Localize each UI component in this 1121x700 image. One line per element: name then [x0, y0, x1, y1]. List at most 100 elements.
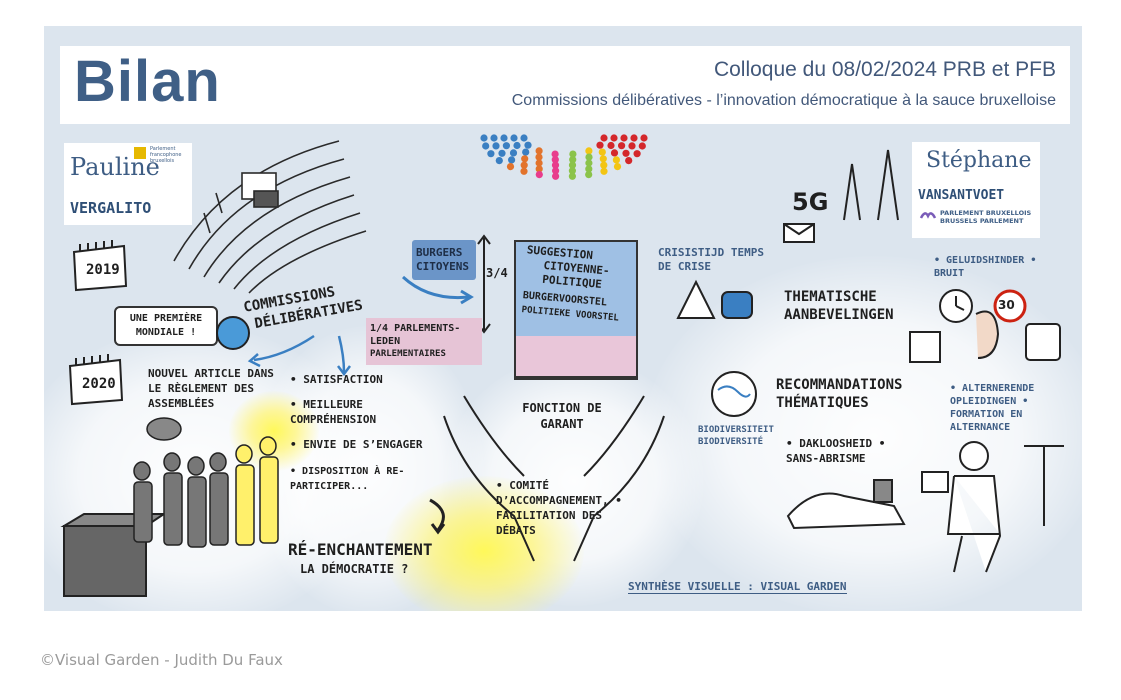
- seat-dot: [551, 150, 559, 158]
- seat-dot: [535, 171, 543, 179]
- first-world-bubble: UNE PREMIÈRE MONDIALE !: [114, 306, 218, 346]
- image-caption: ©Visual Garden - Judith Du Faux: [40, 651, 283, 669]
- reenchantment-sub: LA DÉMOCRATIE ?: [300, 562, 409, 576]
- globe-icon: [216, 316, 250, 350]
- sketchnote-board: Bilan Colloque du 08/02/2024 PRB et PFB …: [44, 26, 1082, 611]
- prb-logo-icon: [919, 210, 937, 220]
- five-g-label: 5G: [792, 188, 829, 216]
- reenchantment-title: RÉ-ENCHANTEMENT: [288, 540, 433, 559]
- globe-bird-icon: [711, 371, 757, 417]
- seat-dot: [610, 149, 619, 157]
- hemicycle-illustration: [173, 140, 367, 294]
- seat-dot: [640, 134, 648, 142]
- speaker-left-first: Pauline: [70, 153, 160, 181]
- seat-dot: [510, 134, 518, 142]
- seat-dot: [552, 167, 560, 175]
- parliament-seats-chart: [480, 134, 648, 180]
- outcomes-list: • SATISFACTION • MEILLEURE COMPRÉHENSION…: [290, 372, 430, 494]
- seat-dot: [585, 165, 593, 173]
- seat-dot: [612, 156, 620, 164]
- outcome-item: • SATISFACTION: [290, 373, 383, 386]
- prb-logo-text: PARLEMENT BRUXELLOIS BRUSSELS PARLEMENT: [940, 209, 1032, 225]
- calendar-2019-icon: [72, 240, 128, 292]
- seat-dot: [596, 141, 604, 149]
- seat-dot: [535, 165, 543, 173]
- outcome-item: • DISPOSITION À RE-PARTICIPER...: [290, 466, 405, 492]
- envelope-icon: [783, 223, 815, 243]
- board-credit: SYNTHÈSE VISUELLE : VISUAL GARDEN: [628, 580, 847, 594]
- seat-dot: [598, 148, 606, 156]
- fraction-three-quarters: 3/4: [486, 266, 508, 280]
- seat-dot: [613, 163, 622, 171]
- seat-dot: [502, 142, 510, 150]
- speaker-card-right: Stéphane VANSANTVOET PARLEMENT BRUXELLOI…: [912, 142, 1040, 238]
- seat-dot: [480, 134, 488, 142]
- outcome-item: • ENVIE DE S’ENGAGER: [290, 438, 423, 451]
- seat-dot: [585, 171, 593, 179]
- worker-illustration: [921, 441, 1064, 573]
- year-2019: 2019: [86, 262, 120, 278]
- seat-dot: [568, 167, 576, 175]
- seat-dot: [492, 142, 500, 150]
- seat-dot: [585, 153, 593, 161]
- seat-dot: [607, 141, 615, 150]
- homeless-illustration: [786, 479, 906, 530]
- year-2020: 2020: [82, 376, 116, 392]
- seat-dot: [513, 141, 521, 150]
- seat-dot: [610, 134, 618, 142]
- subtitle: Commissions délibératives - l’innovation…: [511, 92, 1056, 109]
- seat-dot: [622, 149, 630, 157]
- speaker-right-last: VANSANTVOET: [918, 188, 1005, 203]
- homeless-label: • DAKLOOSHEID • SANS-ABRISME: [786, 437, 886, 465]
- seat-dot: [498, 149, 506, 157]
- curved-arrow-icon: [429, 498, 446, 535]
- seat-dot: [585, 147, 593, 155]
- seat-dot: [490, 134, 498, 142]
- guarantor-function: FONCTION DE GARANT: [522, 401, 602, 431]
- seat-dot: [535, 147, 543, 155]
- noise-label: • GELUIDSHINDER • BRUIT: [934, 255, 1037, 279]
- seat-dot: [506, 163, 515, 171]
- committee-text: • COMITÉ D’ACCOMPAGNEMENT, • FACILITATIO…: [496, 479, 622, 537]
- speaker-card-left: Pauline VERGALITO Parlement francophone …: [64, 143, 192, 225]
- seat-dot: [509, 149, 518, 157]
- seat-dot: [628, 142, 636, 150]
- header-banner: Bilan Colloque du 08/02/2024 PRB et PFB …: [60, 46, 1070, 124]
- thematische-label: THEMATISCHE AANBEVELINGEN: [784, 289, 894, 323]
- arrows-left: [247, 334, 351, 377]
- seat-dot: [522, 148, 530, 156]
- antenna-towers-icon: [843, 149, 899, 221]
- citizens-box: BURGERS CITOYENS: [412, 240, 476, 280]
- new-article-text: NOUVEL ARTICLE DANS LE RÈGLEMENT DES ASS…: [148, 367, 274, 410]
- seat-dot: [569, 156, 577, 164]
- page-title: Bilan: [74, 49, 221, 114]
- pfb-logo-icon: [134, 147, 146, 159]
- seat-dot: [630, 134, 638, 142]
- seat-dot: [599, 155, 607, 163]
- members-box: 1/4 PARLEMENTS-LEDEN PARLEMENTAIRES: [366, 318, 482, 365]
- voters-illustration: [60, 436, 279, 597]
- seat-dot: [633, 150, 641, 158]
- pfb-logo-text: Parlement francophone bruxellois: [150, 146, 182, 164]
- proposal-scroll-bottom: [514, 336, 638, 378]
- seat-dot: [568, 172, 576, 180]
- training-label: • ALTERNERENDE OPLEIDINGEN • FORMATION E…: [950, 383, 1035, 433]
- noise-illustration: [909, 289, 1061, 363]
- scroll-text: SUGGESTION CITOYENNE- POLITIQUE BURGERVO…: [521, 243, 620, 324]
- seat-dot: [520, 161, 528, 169]
- seat-dot: [535, 159, 543, 167]
- guarding-hands-illustration: [443, 395, 665, 562]
- seat-dot: [551, 156, 559, 164]
- yellow-highlight: [384, 476, 584, 611]
- seat-dot: [500, 134, 508, 142]
- colloque-date: Colloque du 08/02/2024 PRB et PFB: [713, 58, 1056, 81]
- seat-dot: [618, 142, 626, 150]
- seat-dot: [551, 161, 560, 169]
- speaker-left-last: VERGALITO: [70, 199, 152, 217]
- seat-dot: [508, 156, 516, 164]
- seat-dot: [585, 159, 593, 167]
- biodiversity-label: BIODIVERSITEIT BIODIVERSITÉ: [698, 425, 774, 447]
- seat-dot: [620, 134, 628, 142]
- calendar-2020-icon: [68, 354, 124, 406]
- seat-dot: [600, 161, 608, 169]
